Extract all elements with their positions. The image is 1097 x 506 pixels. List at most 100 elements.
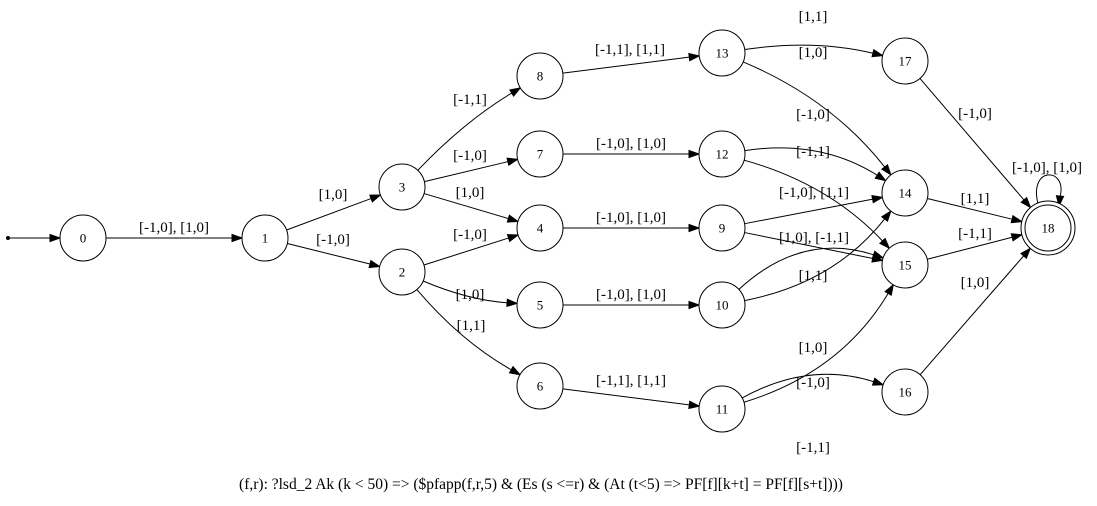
state-circle — [698, 130, 746, 178]
state-label: 3 — [399, 180, 406, 195]
state-label: 16 — [899, 385, 913, 400]
edge-label-10-14: [1,1] — [799, 268, 828, 284]
edge-1-to-2-arrowhead — [368, 259, 382, 269]
edge-labels-layer: [-1,0], [1,0] [1,0] [-1,0] [-1,1] [-1,0] [1,0… — [139, 9, 1082, 456]
state-node-1: 1 — [241, 214, 289, 262]
edge-11-to-15 — [743, 292, 890, 403]
state-circle — [516, 362, 564, 410]
edge-2-to-5-arrowhead — [506, 298, 519, 308]
state-label: 1 — [262, 231, 269, 246]
formula-caption: (f,r): ?lsd_2 Ak (k < 50) => ($pfapp(f,r… — [239, 476, 843, 493]
edge-label-8-13: [-1,1], [1,1] — [595, 42, 665, 58]
edge-6-to-11 — [562, 388, 691, 406]
state-circle — [698, 29, 746, 77]
edge-label-12-15: [-1,1] — [796, 144, 830, 160]
edge-label-2-5: [1,0] — [456, 287, 485, 303]
edge-6-to-11-arrowhead — [688, 400, 701, 410]
state-circle — [881, 241, 929, 289]
edge-2-to-6 — [416, 289, 513, 371]
state-circle — [378, 163, 426, 211]
edge-8-to-13-arrowhead — [688, 52, 701, 62]
state-node-12: 12 — [698, 130, 746, 178]
edge-15-to-18 — [927, 236, 1014, 260]
edge-label-0-1: [-1,0], [1,0] — [139, 220, 209, 236]
edge-label-11-16: [-1,1] — [796, 440, 830, 456]
state-label: 17 — [899, 54, 913, 69]
edge-3-to-7-arrowhead — [506, 157, 520, 166]
edge-3-to-7 — [424, 160, 509, 183]
edge-16-to-18-arrowhead — [1020, 247, 1032, 260]
edge-3-to-4 — [423, 193, 510, 220]
edge-16-to-18 — [919, 254, 1025, 375]
edge-12-to-14 — [744, 147, 879, 177]
edge-2-to-6-arrowhead — [508, 365, 522, 376]
edge-label-10-15: [1,0] — [799, 340, 828, 356]
state-label: 12 — [716, 147, 729, 162]
edge-11-to-16 — [741, 373, 875, 399]
state-circle — [1024, 204, 1072, 252]
state-circle — [881, 368, 929, 416]
state-label: 10 — [716, 298, 729, 313]
edge-3-to-4-arrowhead — [506, 214, 520, 223]
edge-9-to-14 — [744, 198, 874, 225]
state-node-13: 13 — [698, 29, 746, 77]
edge-18-to-18-arrowhead — [1055, 195, 1065, 208]
edge-label-13-14: [1,0] — [799, 45, 828, 61]
edge-9-to-14-arrowhead — [871, 195, 884, 204]
edge-7-to-12-arrowhead — [688, 149, 701, 159]
state-node-8: 8 — [516, 52, 564, 100]
edge-8-to-13 — [562, 56, 691, 74]
state-node-15: 15 — [881, 241, 929, 289]
state-node-2: 2 — [378, 248, 426, 296]
edge-4-to-9-arrowhead — [688, 223, 701, 233]
state-circle — [378, 248, 426, 296]
edge-17-to-18-arrowhead — [1020, 196, 1032, 209]
state-label: 0 — [80, 231, 87, 246]
state-circle — [698, 204, 746, 252]
edge-5-to-10-arrowhead — [688, 300, 701, 310]
state-circle — [516, 281, 564, 329]
edge-1-to-3 — [286, 197, 373, 231]
edge-13-to-14-arrowhead — [880, 163, 892, 177]
state-label: 4 — [537, 221, 544, 236]
state-node-6: 6 — [516, 362, 564, 410]
edge-label-9-15: [1,0], [-1,1] — [779, 230, 849, 246]
edge-14-to-18-arrowhead — [1010, 214, 1024, 224]
state-node-14: 14 — [881, 169, 929, 217]
edge-label-4-9: [-1,0], [1,0] — [596, 210, 666, 226]
edge-label-9-14: [-1,0], [1,1] — [779, 185, 849, 201]
edge-10-to-15-arrowhead — [871, 250, 885, 259]
state-node-17: 17 — [881, 37, 929, 85]
start-arrowhead — [49, 233, 62, 243]
state-circle — [516, 130, 564, 178]
edge-11-to-15-arrowhead — [884, 283, 895, 297]
edge-11-to-16-arrowhead — [871, 377, 885, 386]
state-node-9: 9 — [698, 204, 746, 252]
edge-2-to-4 — [423, 237, 510, 266]
state-node-5: 5 — [516, 281, 564, 329]
edge-label-3-8: [-1,1] — [453, 92, 487, 108]
edge-label-13-17: [1,1] — [799, 9, 828, 25]
state-circle — [698, 385, 746, 433]
edge-label-7-12: [-1,0], [1,0] — [596, 136, 666, 152]
edges-layer — [6, 44, 1065, 410]
edge-label-12-14: [-1,0] — [796, 107, 830, 123]
edge-13-to-14 — [743, 61, 886, 169]
edge-9-to-15 — [744, 232, 874, 260]
state-circle — [516, 204, 564, 252]
state-label: 6 — [537, 379, 544, 394]
edge-1-to-2 — [287, 243, 372, 265]
edge-label-18-18: [-1,0], [1,0] — [1012, 160, 1082, 176]
edge-label-3-7: [-1,0] — [453, 148, 487, 164]
state-circle — [881, 37, 929, 85]
edge-label-16-18: [1,0] — [961, 275, 990, 291]
state-label: 13 — [716, 46, 729, 61]
edge-label-5-10: [-1,0], [1,0] — [596, 287, 666, 303]
edge-13-to-17-arrowhead — [871, 48, 885, 58]
edge-label-17-18: [-1,0] — [958, 106, 992, 122]
state-label: 5 — [537, 298, 544, 313]
state-label: 11 — [716, 402, 729, 417]
edge-13-to-17 — [744, 44, 875, 54]
